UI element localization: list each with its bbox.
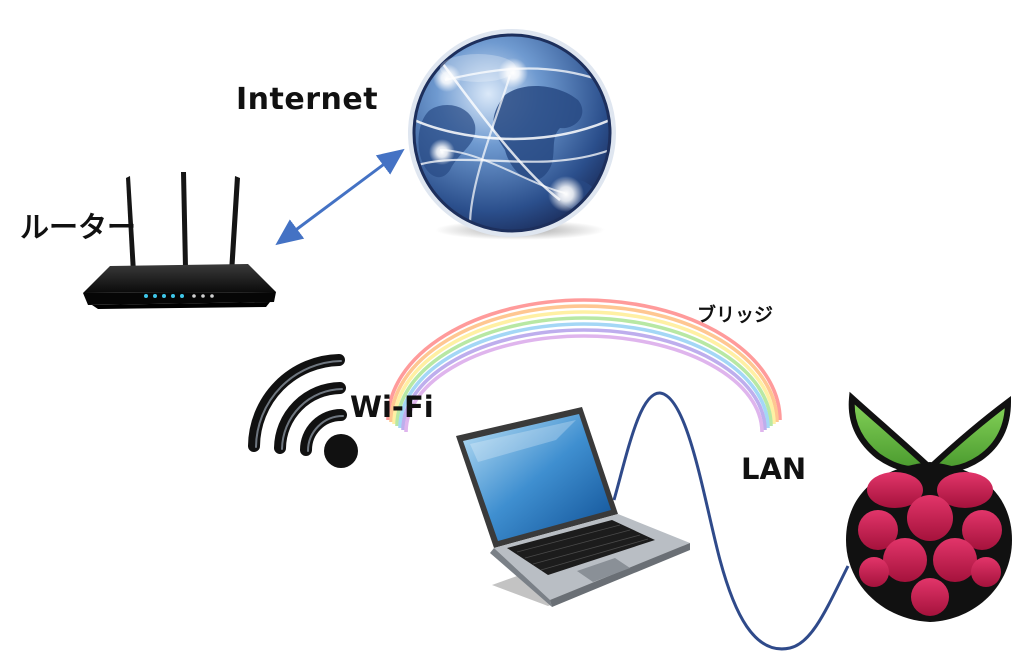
bridge-label: ブリッジ — [697, 304, 774, 326]
raspberry-pi-icon — [846, 391, 1012, 622]
wifi-label: Wi-Fi — [350, 390, 434, 424]
internet-label: Internet — [236, 82, 379, 117]
router-label: ルーター — [20, 210, 137, 244]
laptop-icon — [456, 407, 690, 607]
router-icon — [83, 172, 276, 309]
rainbow-bridge — [386, 298, 782, 433]
globe-icon — [408, 29, 616, 240]
lan-label: LAN — [741, 452, 807, 486]
connection-arrow — [275, 148, 405, 246]
lan-cable — [612, 391, 850, 651]
wifi-icon — [248, 354, 358, 468]
